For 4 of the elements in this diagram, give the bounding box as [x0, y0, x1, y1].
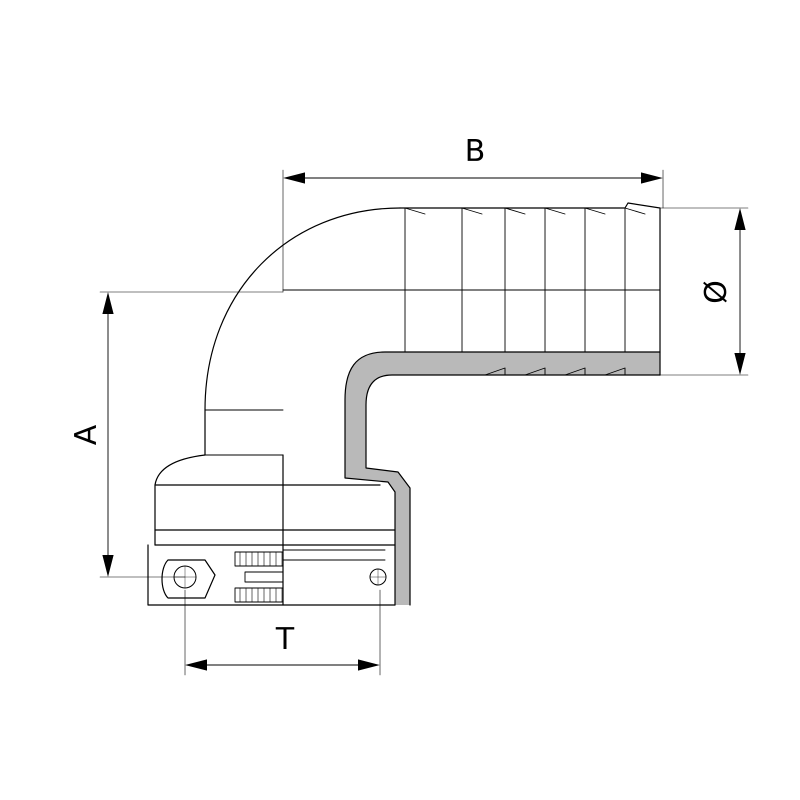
- dimension-label: Ø: [703, 282, 727, 302]
- dimension-label: B: [468, 139, 484, 161]
- dimension-label: A: [74, 424, 96, 446]
- dimension-label: T: [276, 627, 294, 649]
